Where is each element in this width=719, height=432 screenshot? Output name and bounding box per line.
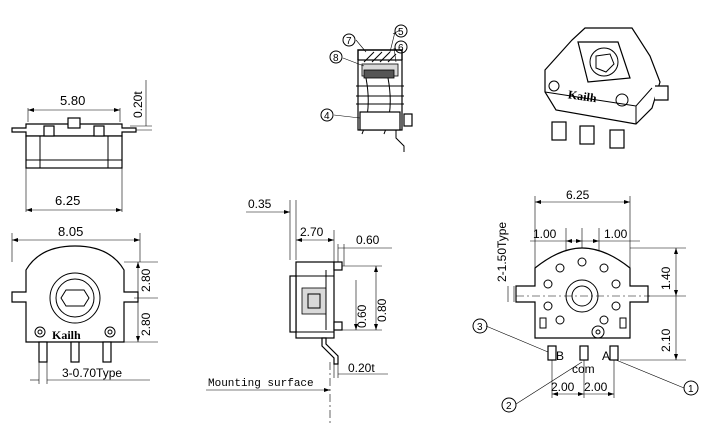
callout-8: 8 xyxy=(333,53,339,64)
dim-front-h-bottom: 2.80 xyxy=(139,312,153,336)
dim-top-width: 5.80 xyxy=(60,93,85,108)
iso-logo: Kailh xyxy=(567,87,598,105)
dim-side-d1: 0.60 xyxy=(355,304,369,328)
callout-7: 7 xyxy=(346,36,352,47)
dim-side-d2: 0.80 xyxy=(375,298,389,322)
fp-width: 6.25 xyxy=(566,188,590,202)
dim-side-c: 0.60 xyxy=(356,233,380,247)
callout-6: 6 xyxy=(398,43,404,54)
fp-right-gap: 1.00 xyxy=(604,227,628,241)
dim-front-width: 8.05 xyxy=(58,224,83,239)
callout-3: 3 xyxy=(477,322,483,333)
callout-5: 5 xyxy=(398,27,404,38)
fp-hole: 2-1.50Type xyxy=(495,222,509,282)
dim-front-h-top: 2.80 xyxy=(139,268,153,292)
callout-1: 1 xyxy=(688,384,694,395)
mounting-surface-label: Mounting surface xyxy=(208,378,314,390)
dim-side-width: 6.25 xyxy=(55,193,80,208)
top-view: 5.80 0.20t 6.25 xyxy=(11,80,152,212)
footprint-view: 6.25 1.00 1.00 2-1.50Type xyxy=(472,188,699,413)
dim-side-t: 0.20t xyxy=(348,361,375,375)
isometric-view: Kailh xyxy=(544,27,669,149)
front-view: 8.05 Kailh 2.80 2.80 3-0.70Type xyxy=(11,224,158,384)
dim-top-thickness: 0.20t xyxy=(131,91,145,118)
fp-bottom: 2.10 xyxy=(659,328,673,352)
fp-pitch-1: 2.00 xyxy=(551,380,575,394)
pin-com: com xyxy=(572,362,595,376)
dim-side-b: 2.70 xyxy=(300,225,324,239)
front-logo: Kailh xyxy=(52,328,81,342)
exploded-view: 7 8 5 6 4 xyxy=(320,24,413,152)
fp-pitch-2: 2.00 xyxy=(584,380,608,394)
pin-b: B xyxy=(556,349,564,363)
callout-2: 2 xyxy=(506,401,512,412)
callout-4: 4 xyxy=(324,111,330,122)
side-view: 0.35 2.70 0.60 0.60 0.80 xyxy=(206,197,392,426)
pin-a: A xyxy=(602,349,610,363)
dim-side-a: 0.35 xyxy=(248,197,272,211)
pin-callout: 3-0.70Type xyxy=(62,366,122,380)
fp-top: 1.40 xyxy=(659,266,673,290)
fp-left-gap: 1.00 xyxy=(533,227,557,241)
